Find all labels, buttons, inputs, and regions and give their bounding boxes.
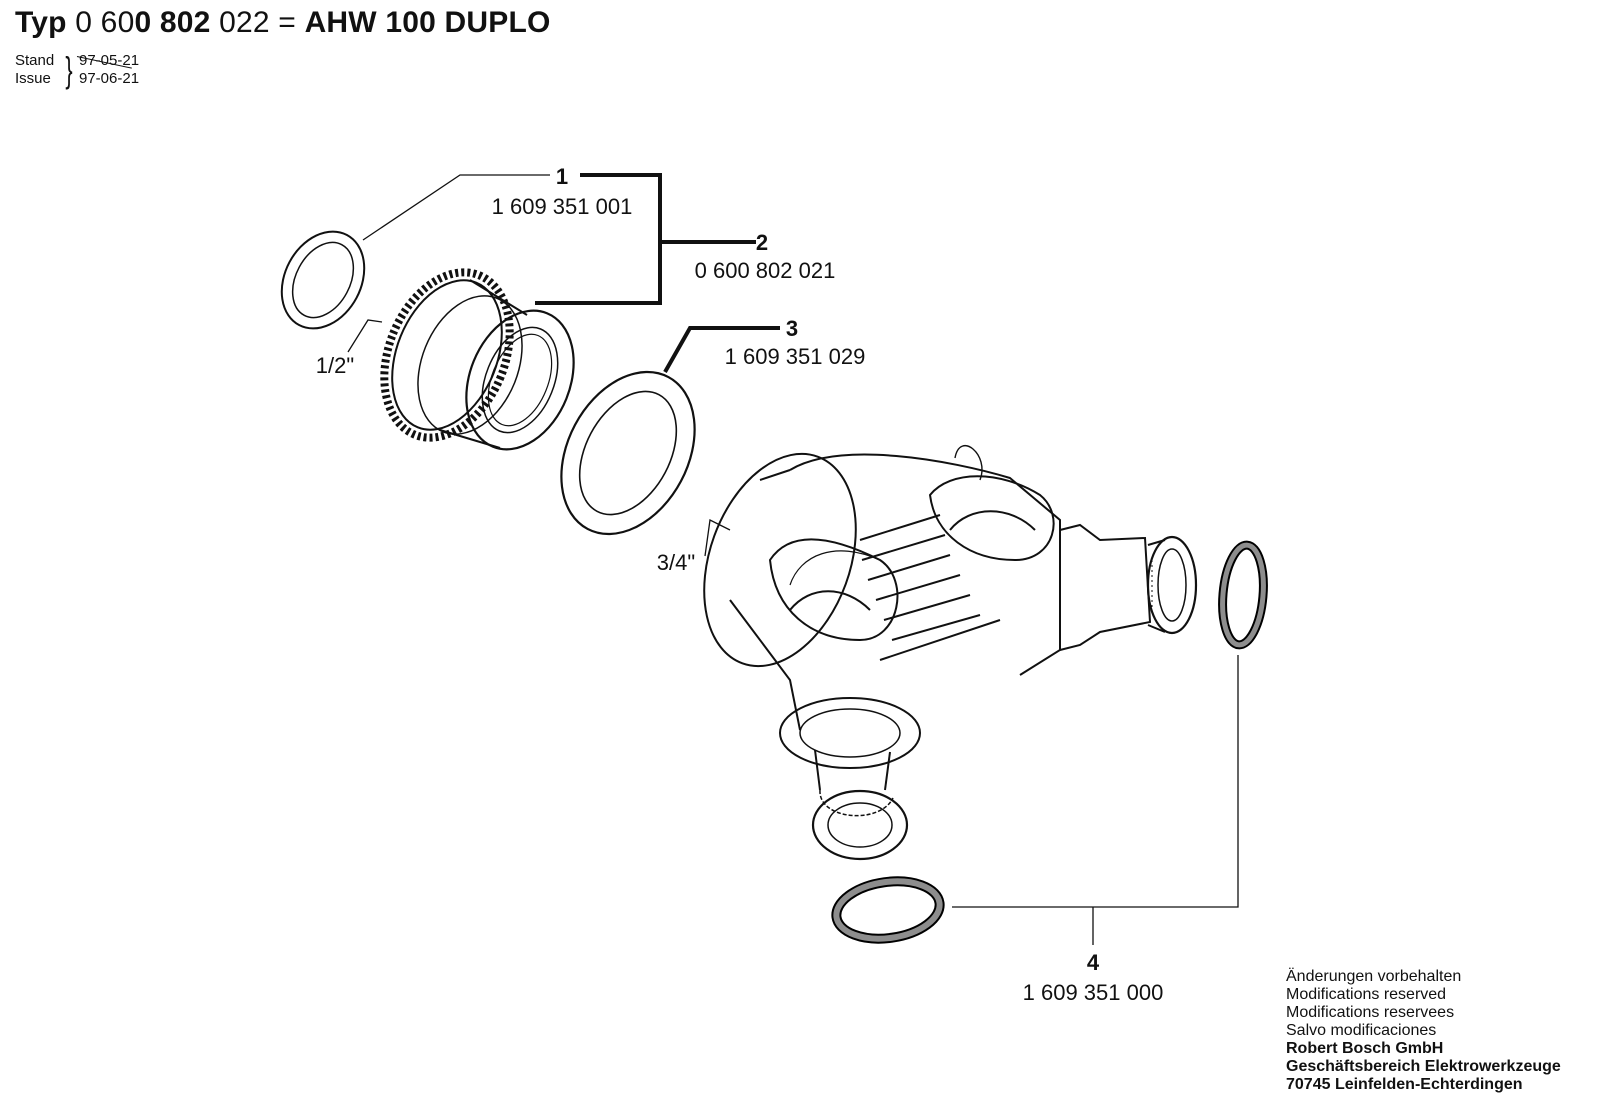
dimension-half-inch: 1/2" [316, 353, 354, 378]
footer-notice: Änderungen vorbehalten Modifications res… [1286, 968, 1561, 1094]
washer-3 [560, 370, 696, 536]
leader-half-inch [347, 319, 383, 353]
brace-icon: } [65, 49, 73, 90]
footer-company: Robert Bosch GmbH [1286, 1040, 1444, 1057]
callout-2: 2 0 600 802 021 [695, 230, 836, 283]
leader-3 [663, 326, 780, 373]
o-ring-bottom-fill [833, 878, 943, 942]
stand-label: Stand [15, 52, 55, 69]
callout-3-part: 1 609 351 029 [725, 344, 866, 369]
leader-three-quarter-inch [704, 519, 731, 557]
footer-division: Geschäftsbereich Elektrowerkzeuge [1286, 1058, 1561, 1075]
title-code-b: 0 802 [134, 6, 211, 39]
callout-2-part: 0 600 802 021 [695, 258, 836, 283]
leader-4 [952, 655, 1239, 908]
callout-2-number: 2 [756, 230, 768, 255]
dimension-three-quarter-inch: 3/4" [657, 550, 695, 575]
title-typ: Typ [15, 6, 67, 39]
footer-line-2: Modifications reserved [1286, 986, 1447, 1003]
callout-3-number: 3 [786, 316, 798, 341]
o-ring-right-fill [1220, 542, 1266, 648]
issue-date: 97-06-21 [79, 70, 140, 87]
knurled-connector [380, 268, 575, 451]
callout-4-part: 1 609 351 000 [1023, 980, 1164, 1005]
page-title: Typ 0 600 802 022 = AHW 100 DUPLO [15, 6, 551, 40]
issue-label: Issue [15, 70, 51, 87]
stand-date: 97-05-21 [79, 52, 140, 69]
leader-1 [362, 174, 550, 241]
callout-4-number: 4 [1087, 950, 1100, 975]
title-code-a: 0 60 [75, 6, 135, 39]
callout-1-part: 1 609 351 001 [492, 194, 633, 219]
valve-body [703, 444, 1198, 861]
footer-address: 70745 Leinfelden-Echterdingen [1286, 1076, 1523, 1093]
title-model: AHW 100 DUPLO [304, 6, 551, 39]
callout-1-number: 1 [556, 164, 568, 189]
callout-3: 3 1 609 351 029 [725, 316, 866, 369]
washer-1 [280, 230, 366, 330]
footer-line-3: Modifications reservees [1286, 1004, 1455, 1021]
title-code-c: 022 = [219, 6, 297, 39]
callout-1: 1 1 609 351 001 [362, 164, 633, 241]
footer-line-4: Salvo modificaciones [1286, 1022, 1437, 1039]
bracket-1-2 [535, 173, 662, 305]
footer-line-1: Änderungen vorbehalten [1286, 968, 1462, 985]
callout-4: 4 1 609 351 000 [1023, 950, 1164, 1005]
